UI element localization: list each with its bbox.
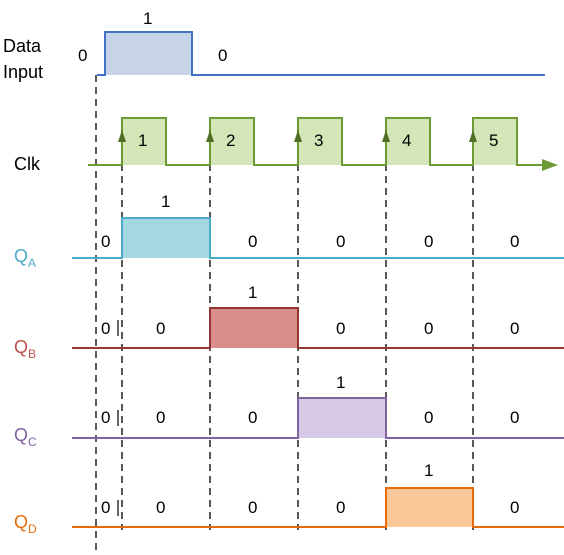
qc-value-rest-1: 0 [424,408,433,427]
clk-signal: Clk 1 2 3 4 5 [14,117,558,174]
qc-waveform [72,397,564,439]
signal-label-qa: QA [14,246,36,270]
qa-signal: QA 0 1 0 0 0 0 [14,192,564,270]
qa-value-rest-2: 0 [336,232,345,251]
dashed-guides [95,75,474,552]
qd-value-edge-2: 0 [156,498,165,517]
qd-value-rest-1: 0 [510,498,519,517]
clk-pulse-label-5: 5 [489,131,498,150]
qd-signal: QD 0 0 0 0 1 0 [14,461,564,536]
qd-subscript: D [28,522,37,536]
data-waveform [97,31,545,76]
qb-signal: QB 0 0 1 0 0 0 [14,283,564,361]
clk-rising-edge-arrow-3 [294,130,302,142]
clk-rising-edge-arrow-5 [469,130,477,142]
qd-value-pulse: 1 [424,461,433,480]
qd-pulse-fill [386,488,473,527]
clk-pulse-label-1: 1 [138,131,147,150]
qd-value-edge-1: 0 [101,498,110,517]
qc-value-edge-2: 0 [156,408,165,427]
qb-value-rest-1: 0 [336,319,345,338]
clk-pulse-label-3: 3 [314,131,323,150]
qa-value-pulse: 1 [161,192,170,211]
clk-pulse-5-fill [473,118,517,165]
qd-value-edge-4: 0 [336,498,345,517]
data-value-before: 0 [78,46,87,65]
signal-label-data: Data [3,36,42,56]
qa-waveform [72,217,564,259]
signal-label-clk: Clk [14,154,41,174]
qb-waveform [72,307,564,349]
qa-subscript: A [28,256,36,270]
clk-arrow-head [542,159,558,171]
qa-value-rest-3: 0 [424,232,433,251]
clk-rising-edge-arrow-1 [118,130,126,142]
qd-waveform [72,487,564,528]
data-value-after: 0 [218,46,227,65]
qb-subscript: B [28,347,36,361]
clk-pulse-3-fill [298,118,342,165]
clk-rising-edge-arrow-4 [382,130,390,142]
qb-value-pulse: 1 [248,283,257,302]
qc-subscript: C [28,435,37,449]
qc-value-edge-1: 0 [101,408,110,427]
signal-label-qc: QC [14,425,37,449]
data-pulse-fill [105,32,192,75]
data-value-pulse: 1 [143,9,152,28]
clk-pulse-4-fill [386,118,430,165]
qb-value-edge-1: 0 [101,319,110,338]
clk-pulse-2-fill [210,118,254,165]
clk-rising-edge-arrow-2 [206,130,214,142]
qc-pulse-fill [298,398,386,438]
data-input-signal: Data Input 0 1 0 [3,9,545,82]
qc-value-pulse: 1 [336,373,345,392]
qa-value-rest-4: 0 [510,232,519,251]
signal-label-qd: QD [14,512,37,536]
qc-value-edge-3: 0 [248,408,257,427]
clk-pulse-1-fill [122,118,166,165]
signal-label-qb: QB [14,337,36,361]
clk-pulse-label-2: 2 [226,131,235,150]
qc-signal: QC 0 0 0 1 0 0 [14,373,564,449]
clk-pulse-label-4: 4 [402,131,411,150]
qa-value-rest-1: 0 [248,232,257,251]
qb-value-rest-3: 0 [510,319,519,338]
qa-value-edge-1: 0 [101,232,110,251]
qd-value-edge-3: 0 [248,498,257,517]
qc-value-rest-2: 0 [510,408,519,427]
qb-value-rest-2: 0 [424,319,433,338]
signal-label-input: Input [3,62,43,82]
qb-value-edge-2: 0 [156,319,165,338]
qb-pulse-fill [210,308,298,348]
qa-pulse-fill [122,218,210,258]
